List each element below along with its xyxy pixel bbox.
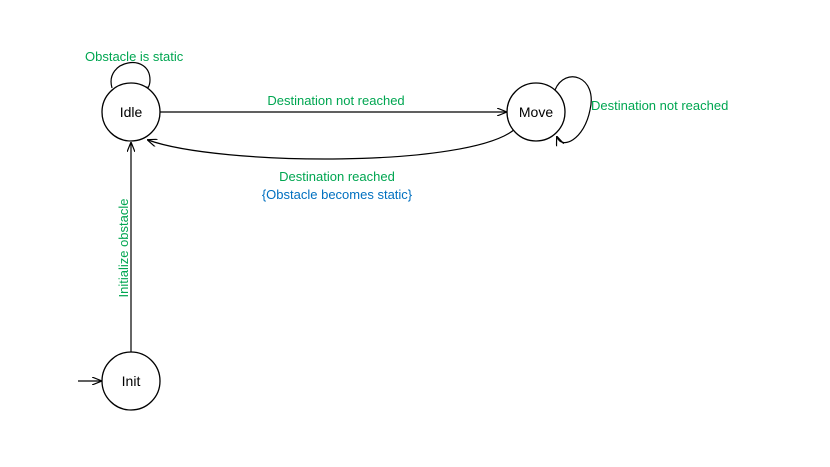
edge-move-to-idle — [148, 128, 516, 160]
label-move-self: Destination not reached — [591, 98, 728, 113]
state-init-label: Init — [122, 373, 141, 389]
edge-move-self-loop — [554, 76, 592, 143]
state-init — [101, 351, 161, 411]
label-init-to-idle: Initialize obstacle — [116, 199, 131, 298]
state-idle — [101, 82, 161, 142]
label-move-to-idle: Destination reached — [279, 169, 395, 184]
label-idle-self: Obstacle is static — [85, 49, 184, 64]
state-move — [506, 82, 566, 142]
state-idle-label: Idle — [120, 104, 143, 120]
label-idle-to-move: Destination not reached — [267, 93, 404, 108]
state-move-label: Move — [519, 104, 553, 120]
label-move-to-idle-action: {Obstacle becomes static} — [262, 187, 413, 202]
